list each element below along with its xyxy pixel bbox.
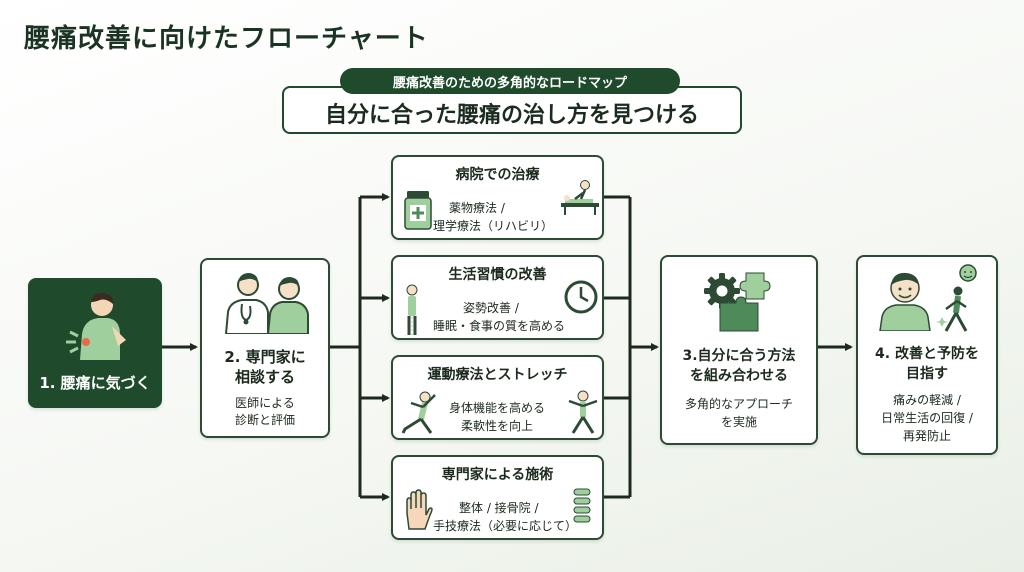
- step4-title-line1: 4. 改善と予防を: [875, 346, 979, 362]
- medicine-bottle-icon: [404, 191, 432, 230]
- step3-title-line2: を組み合わせる: [690, 368, 788, 384]
- option-1-desc-line1: 薬物療法 /: [449, 201, 505, 215]
- spine-icon: [573, 488, 591, 523]
- step4-box: 4. 改善と予防を 目指す 痛みの軽減 / 日常生活の回復 / 再発防止: [856, 255, 998, 455]
- option-box-4: 専門家による施術 整体 / 接骨院 / 手技療法（必要に応じて）: [391, 455, 604, 540]
- step2-desc-line2: 診断と評価: [234, 413, 295, 427]
- step4-title-line2: 目指す: [906, 366, 948, 382]
- step2-title-line2: 相談する: [234, 368, 295, 386]
- hand-icon: [406, 489, 433, 530]
- step3-title-line1: 3.自分に合う方法: [682, 348, 796, 364]
- option-3-desc-line2: 柔軟性を向上: [461, 419, 534, 433]
- main-heading: 自分に合った腰痛の治し方を見つける: [282, 86, 742, 134]
- stretch-figure-icon: [401, 391, 436, 434]
- option-box-2: 生活習慣の改善 姿勢改善 / 睡眠・食事の質を高める: [391, 255, 604, 340]
- step3-desc-line1: 多角的なアプローチ: [684, 397, 793, 411]
- page-title: 腰痛改善に向けたフローチャート: [24, 24, 429, 54]
- step2-desc-line1: 医師による: [235, 396, 295, 410]
- option-4-desc-line1: 整体 / 接骨院 /: [459, 501, 539, 515]
- option-box-3: 運動療法とストレッチ 身体機能を高める 柔軟性を向上: [391, 355, 604, 440]
- step4-desc-line1: 痛みの軽減 /: [893, 393, 961, 407]
- option-1-title: 病院での治療: [455, 167, 540, 183]
- posture-figure-icon: [406, 284, 418, 335]
- option-2-desc-line2: 睡眠・食事の質を高める: [433, 319, 566, 333]
- step3-box: 3.自分に合う方法 を組み合わせる 多角的なアプローチ を実施: [660, 255, 818, 445]
- step4-desc-line3: 再発防止: [902, 429, 951, 443]
- step4-desc-line2: 日常生活の回復 /: [881, 411, 973, 425]
- option-box-1: 病院での治療 薬物療法 / 理学療法（リハビリ）: [391, 155, 604, 240]
- option-2-desc-line1: 姿勢改善 /: [463, 301, 519, 315]
- step2-title-line1: 2. 専門家に: [224, 348, 306, 366]
- clock-icon: [564, 280, 598, 314]
- step1-title: 1. 腰痛に気づく: [39, 374, 151, 392]
- gear-icon: [704, 273, 740, 309]
- exercise-figure-icon: [568, 390, 598, 434]
- option-3-desc-line1: 身体機能を高める: [449, 401, 546, 415]
- step2-box: 2. 専門家に 相談する 医師による 診断と評価: [200, 258, 330, 438]
- smiling-person-icon: [879, 272, 931, 331]
- option-1-desc-line2: 理学療法（リハビリ）: [433, 219, 554, 233]
- doctor-consultation-icon: [224, 273, 309, 334]
- option-4-title: 専門家による施術: [441, 467, 554, 483]
- puzzle-icon: [719, 272, 771, 332]
- option-4-desc-line2: 手技療法（必要に応じて）: [433, 519, 578, 533]
- subtitle-pill: 腰痛改善のための多角的なロードマップ: [340, 68, 680, 94]
- option-3-title: 運動療法とストレッチ: [427, 367, 568, 383]
- walking-person-icon: [936, 264, 977, 332]
- back-pain-person-icon: [66, 292, 126, 360]
- physical-therapy-icon: [561, 180, 599, 215]
- step3-desc-line2: を実施: [720, 415, 757, 429]
- option-2-title: 生活習慣の改善: [448, 267, 547, 283]
- step1-box: 1. 腰痛に気づく: [28, 278, 162, 408]
